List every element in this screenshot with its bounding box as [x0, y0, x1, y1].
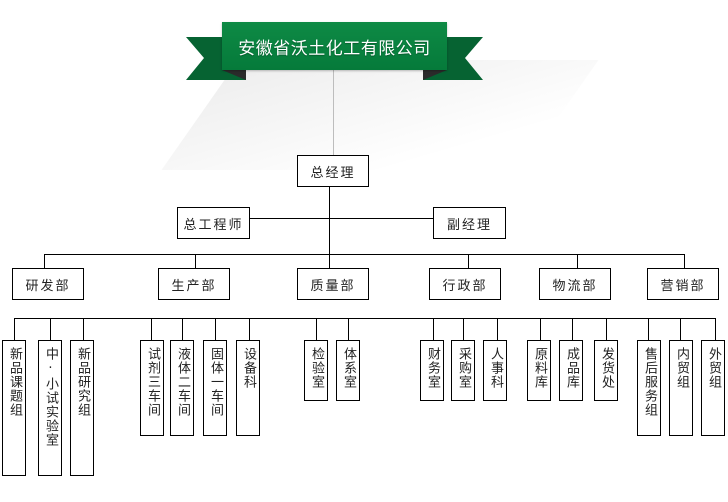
unit-drop	[648, 318, 649, 340]
dept-marketing[interactable]: 营销部	[647, 268, 719, 300]
unit-pilot-lab[interactable]: 中·小试实验室	[38, 340, 62, 476]
unit-drop	[497, 318, 498, 340]
node-chief-engineer[interactable]: 总工程师	[177, 207, 250, 239]
unit-equipment-section[interactable]: 设备科	[236, 340, 260, 436]
unit-foreign-trade-group[interactable]: 外贸组	[701, 340, 725, 436]
dept-rnd[interactable]: 研发部	[12, 268, 84, 300]
unit-label: 售后服务组	[642, 347, 657, 417]
ribbon-left-fold	[222, 70, 246, 80]
unit-drop	[463, 318, 464, 340]
unit-finance-room[interactable]: 财务室	[420, 340, 444, 401]
unit-drop	[249, 318, 250, 340]
dept-quality[interactable]: 质量部	[297, 268, 369, 300]
node-label: 总经理	[310, 165, 356, 181]
dept-drop	[195, 254, 196, 268]
node-label: 副经理	[446, 217, 492, 233]
unit-label: 外贸组	[706, 347, 721, 389]
unit-drop	[680, 318, 681, 340]
unit-drop	[14, 318, 15, 340]
node-general-manager[interactable]: 总经理	[297, 155, 369, 187]
unit-drop	[83, 318, 84, 340]
unit-shipping-office[interactable]: 发货处	[594, 340, 618, 401]
unit-reagent-workshop-3[interactable]: 试剂三车间	[140, 340, 164, 436]
ribbon-connector	[333, 70, 334, 155]
unit-system-room[interactable]: 体系室	[336, 340, 360, 401]
dept-label: 行政部	[442, 278, 488, 294]
node-deputy-manager[interactable]: 副经理	[433, 207, 506, 239]
dept-drop	[577, 254, 578, 268]
unit-drop	[348, 318, 349, 340]
unit-drop	[151, 318, 152, 340]
assistant-bar	[249, 218, 433, 219]
dept-logistics[interactable]: 物流部	[539, 268, 611, 300]
dept-drop	[684, 254, 685, 268]
unit-label: 试剂三车间	[145, 347, 160, 417]
dept-label: 营销部	[660, 278, 706, 294]
node-label: 总工程师	[183, 217, 244, 233]
unit-label: 固体一车间	[208, 347, 223, 417]
unit-raw-material-warehouse[interactable]: 原料库	[527, 340, 551, 401]
unit-label: 新品研究组	[75, 347, 90, 417]
unit-domestic-trade-group[interactable]: 内贸组	[669, 340, 693, 436]
unit-label: 采购室	[456, 347, 471, 389]
unit-finished-goods-warehouse[interactable]: 成品库	[559, 340, 583, 401]
unit-hr-section[interactable]: 人事科	[483, 340, 507, 401]
unit-label: 原料库	[532, 347, 547, 389]
unit-drop	[215, 318, 216, 340]
unit-solid-workshop-1[interactable]: 固体一车间	[203, 340, 227, 436]
trunk-line	[329, 186, 330, 254]
dept-drop	[468, 254, 469, 268]
dept-drop	[329, 254, 330, 268]
unit-label: 成品库	[564, 347, 579, 389]
unit-label: 人事科	[488, 347, 503, 389]
unit-liquid-workshop-2[interactable]: 液体二车间	[170, 340, 194, 436]
unit-drop	[572, 318, 573, 340]
unit-new-product-research-group[interactable]: 新品研究组	[70, 340, 94, 476]
dept-administration[interactable]: 行政部	[429, 268, 501, 300]
unit-drop	[182, 318, 183, 340]
company-ribbon: 安徽省沃土化工有限公司	[0, 0, 728, 100]
unit-label: 财务室	[425, 347, 440, 389]
company-name: 安徽省沃土化工有限公司	[238, 38, 431, 59]
ribbon-banner: 安徽省沃土化工有限公司	[222, 22, 447, 70]
unit-label: 内贸组	[674, 347, 689, 389]
dept-label: 物流部	[552, 278, 598, 294]
unit-drop	[50, 318, 51, 340]
unit-drop	[540, 318, 541, 340]
unit-label: 新品课题组	[7, 347, 22, 417]
unit-drop	[715, 318, 716, 340]
unit-label: 设备科	[241, 347, 256, 389]
unit-drop	[606, 318, 607, 340]
unit-label: 体系室	[341, 347, 356, 389]
ribbon-right-fold	[423, 70, 447, 80]
dept-label: 质量部	[310, 278, 356, 294]
unit-label: 液体二车间	[175, 347, 190, 417]
dept-label: 研发部	[25, 278, 71, 294]
unit-drop	[433, 318, 434, 340]
unit-drop	[316, 318, 317, 340]
unit-new-product-project-group[interactable]: 新品课题组	[2, 340, 26, 476]
dept-drop	[44, 254, 45, 268]
unit-inspection-room[interactable]: 检验室	[304, 340, 328, 401]
dept-label: 生产部	[171, 278, 217, 294]
unit-label: 中·小试实验室	[43, 347, 58, 447]
dept-production[interactable]: 生产部	[158, 268, 230, 300]
unit-label: 检验室	[309, 347, 324, 389]
unit-bus	[14, 318, 716, 319]
unit-purchasing-room[interactable]: 采购室	[451, 340, 475, 401]
unit-after-sales-group[interactable]: 售后服务组	[637, 340, 661, 436]
unit-label: 发货处	[599, 347, 614, 389]
department-bus	[44, 254, 685, 255]
